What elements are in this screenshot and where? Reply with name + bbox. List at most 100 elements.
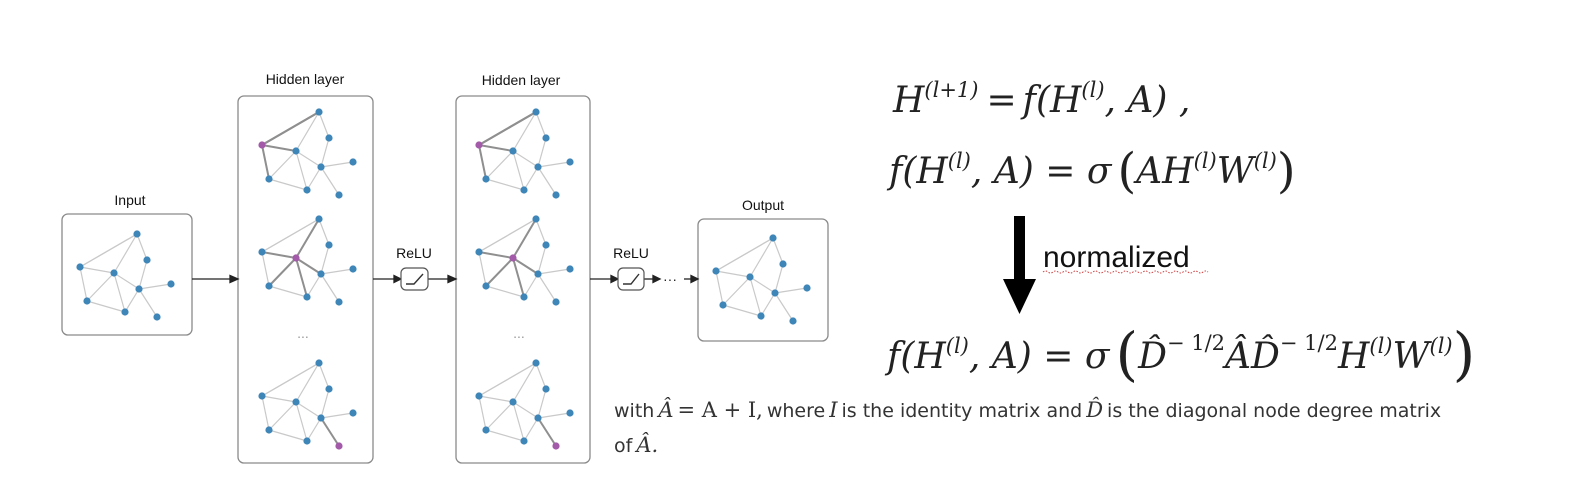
- graph-edge: [320, 273, 340, 303]
- graph-edge: [138, 288, 158, 318]
- graph-node: [133, 230, 141, 238]
- graph-node: [509, 254, 517, 262]
- graph-edge: [138, 283, 172, 290]
- graph-edge: [537, 161, 571, 168]
- graph-edge: [478, 395, 487, 431]
- graph-edge: [261, 144, 270, 180]
- graph-hidden1-b: [258, 215, 357, 306]
- graph-node: [153, 313, 161, 321]
- graph-node: [335, 298, 343, 306]
- graph-edge: [124, 288, 140, 313]
- graph-edge: [295, 218, 320, 259]
- graph-edge: [261, 251, 270, 287]
- graph-node: [315, 108, 323, 116]
- graph-node: [532, 108, 540, 116]
- graph-hidden2-b: [475, 215, 574, 306]
- graph-edge: [113, 233, 138, 274]
- hidden-layer-1-title: Hidden layer: [266, 71, 345, 87]
- graph-edge: [715, 237, 774, 272]
- graph-edge: [306, 166, 322, 191]
- graph-edge: [772, 237, 784, 265]
- graph-node: [315, 215, 323, 223]
- graph-edge: [478, 251, 514, 259]
- graph-edge: [749, 237, 774, 278]
- graph-node: [349, 409, 357, 417]
- graph-edge: [295, 257, 308, 298]
- graph-edge: [261, 395, 270, 431]
- graph-edge: [749, 276, 762, 317]
- graph-edge: [537, 273, 557, 303]
- graph-edge: [537, 137, 547, 168]
- graph-edge: [320, 166, 340, 196]
- graph-node: [803, 284, 811, 292]
- graph-node: [509, 398, 517, 406]
- graph-edge: [512, 218, 537, 259]
- graph-edge: [512, 362, 537, 403]
- graph-node: [542, 385, 550, 393]
- graph-edge: [295, 150, 322, 168]
- graph-node: [771, 289, 779, 297]
- graph-drawings: [76, 108, 811, 450]
- graph-node: [265, 282, 273, 290]
- graph-edge: [478, 395, 514, 403]
- graph-node: [325, 385, 333, 393]
- graph-edge: [537, 268, 571, 275]
- graph-node: [712, 267, 720, 275]
- graph-edge: [79, 266, 88, 302]
- graph-node: [335, 442, 343, 450]
- output-box: [697, 218, 829, 342]
- graph-node: [789, 317, 797, 325]
- graph-node: [566, 409, 574, 417]
- graph-edge: [261, 362, 320, 397]
- graph-edge: [512, 257, 539, 275]
- graph-node: [520, 437, 528, 445]
- graph-node: [292, 254, 300, 262]
- graph-edge: [537, 166, 557, 196]
- chain-ellipsis: ···: [663, 271, 677, 287]
- graph-edge: [295, 111, 320, 152]
- graph-edge: [512, 401, 525, 442]
- graph-node: [258, 141, 266, 149]
- graph-edge: [722, 304, 762, 317]
- graph-edge: [512, 257, 525, 298]
- graph-node: [292, 398, 300, 406]
- graph-edge: [320, 244, 330, 275]
- normalized-arrow: [1003, 216, 1036, 314]
- graph-edge: [523, 166, 539, 191]
- graph-edge: [485, 257, 514, 287]
- graph-edge: [306, 417, 322, 442]
- graph-edge: [268, 429, 308, 442]
- graph-edge: [478, 362, 537, 397]
- graph-edge: [485, 401, 514, 431]
- graph-node: [315, 359, 323, 367]
- graph-node: [542, 241, 550, 249]
- graph-node: [303, 186, 311, 194]
- relu-1-icon: [400, 267, 429, 291]
- graph-node: [746, 273, 754, 281]
- graph-node: [509, 147, 517, 155]
- graph-edge: [478, 144, 487, 180]
- graph-node: [167, 280, 175, 288]
- graph-edge: [320, 417, 340, 447]
- graph-node: [475, 248, 483, 256]
- graph-node: [534, 414, 542, 422]
- graph-edge: [295, 362, 320, 403]
- graph-edge: [113, 272, 140, 290]
- graph-node: [534, 270, 542, 278]
- graph-edge: [537, 417, 557, 447]
- graph-node: [317, 270, 325, 278]
- graph-node: [110, 269, 118, 277]
- graph-edge: [268, 401, 297, 431]
- graph-edge: [295, 257, 322, 275]
- graph-edge: [485, 150, 514, 180]
- graph-edge: [320, 412, 354, 419]
- graph-edge: [268, 257, 297, 287]
- graph-node: [552, 191, 560, 199]
- graph-edge: [318, 111, 330, 139]
- equation-layer-propagation: H(l+1)=f(H(l), A) ,: [892, 78, 1190, 121]
- graph-edge: [306, 273, 322, 298]
- graph-edge: [760, 292, 776, 317]
- graph-edge: [715, 270, 751, 278]
- graph-node: [76, 263, 84, 271]
